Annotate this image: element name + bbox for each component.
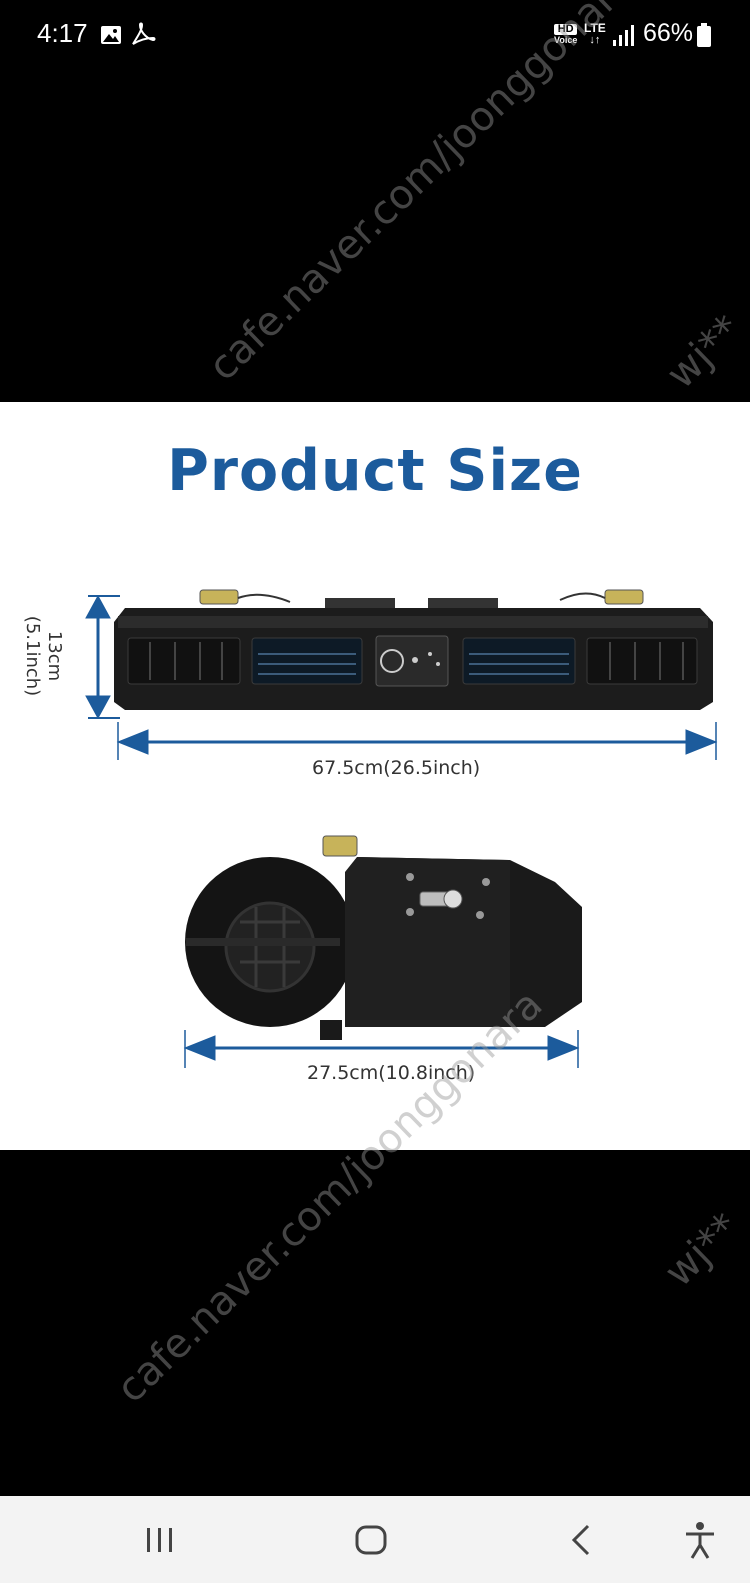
navigation-bar [0, 1496, 750, 1583]
height-inch-label: (5.1inch) [22, 615, 43, 697]
gallery-icon [101, 26, 121, 44]
width-dimension-arrow [116, 722, 718, 760]
depth-dimension-arrow [183, 1030, 580, 1068]
back-icon[interactable] [554, 1518, 610, 1562]
product-drawing [85, 589, 718, 1068]
viewer-background-bottom [0, 1150, 750, 1496]
signal-icon [613, 25, 634, 46]
home-icon[interactable] [343, 1518, 399, 1562]
hd-label: HD [554, 24, 578, 35]
width-label: 67.5cm(26.5inch) [312, 757, 481, 779]
pdf-icon [132, 22, 156, 45]
hd-voice-indicator: HD Voice [554, 24, 578, 46]
product-size-image[interactable]: Product Size [0, 402, 750, 1150]
recent-apps-icon[interactable] [132, 1518, 188, 1562]
product-title: Product Size [167, 438, 583, 504]
accessibility-icon[interactable] [672, 1518, 728, 1562]
battery-percent: 66% [643, 19, 694, 47]
height-label: 13cm (5.1inch) [21, 591, 65, 721]
side-view-unit [185, 835, 582, 1040]
viewer-background-top [0, 70, 750, 402]
height-dimension-arrow [85, 594, 120, 720]
front-view-unit [114, 589, 713, 710]
height-cm-label: 13cm [44, 630, 65, 682]
clock: 4:17 [37, 18, 88, 48]
lte-label: LTE [584, 21, 606, 35]
battery-icon [697, 23, 711, 47]
lte-indicator: LTE ↓↑ [584, 22, 606, 46]
data-arrows-icon: ↓↑ [589, 34, 601, 46]
voice-label: Voice [554, 35, 578, 45]
depth-label: 27.5cm(10.8inch) [307, 1062, 476, 1084]
status-bar: 4:17 HD Voice LTE ↓↑ 66% [0, 0, 750, 70]
